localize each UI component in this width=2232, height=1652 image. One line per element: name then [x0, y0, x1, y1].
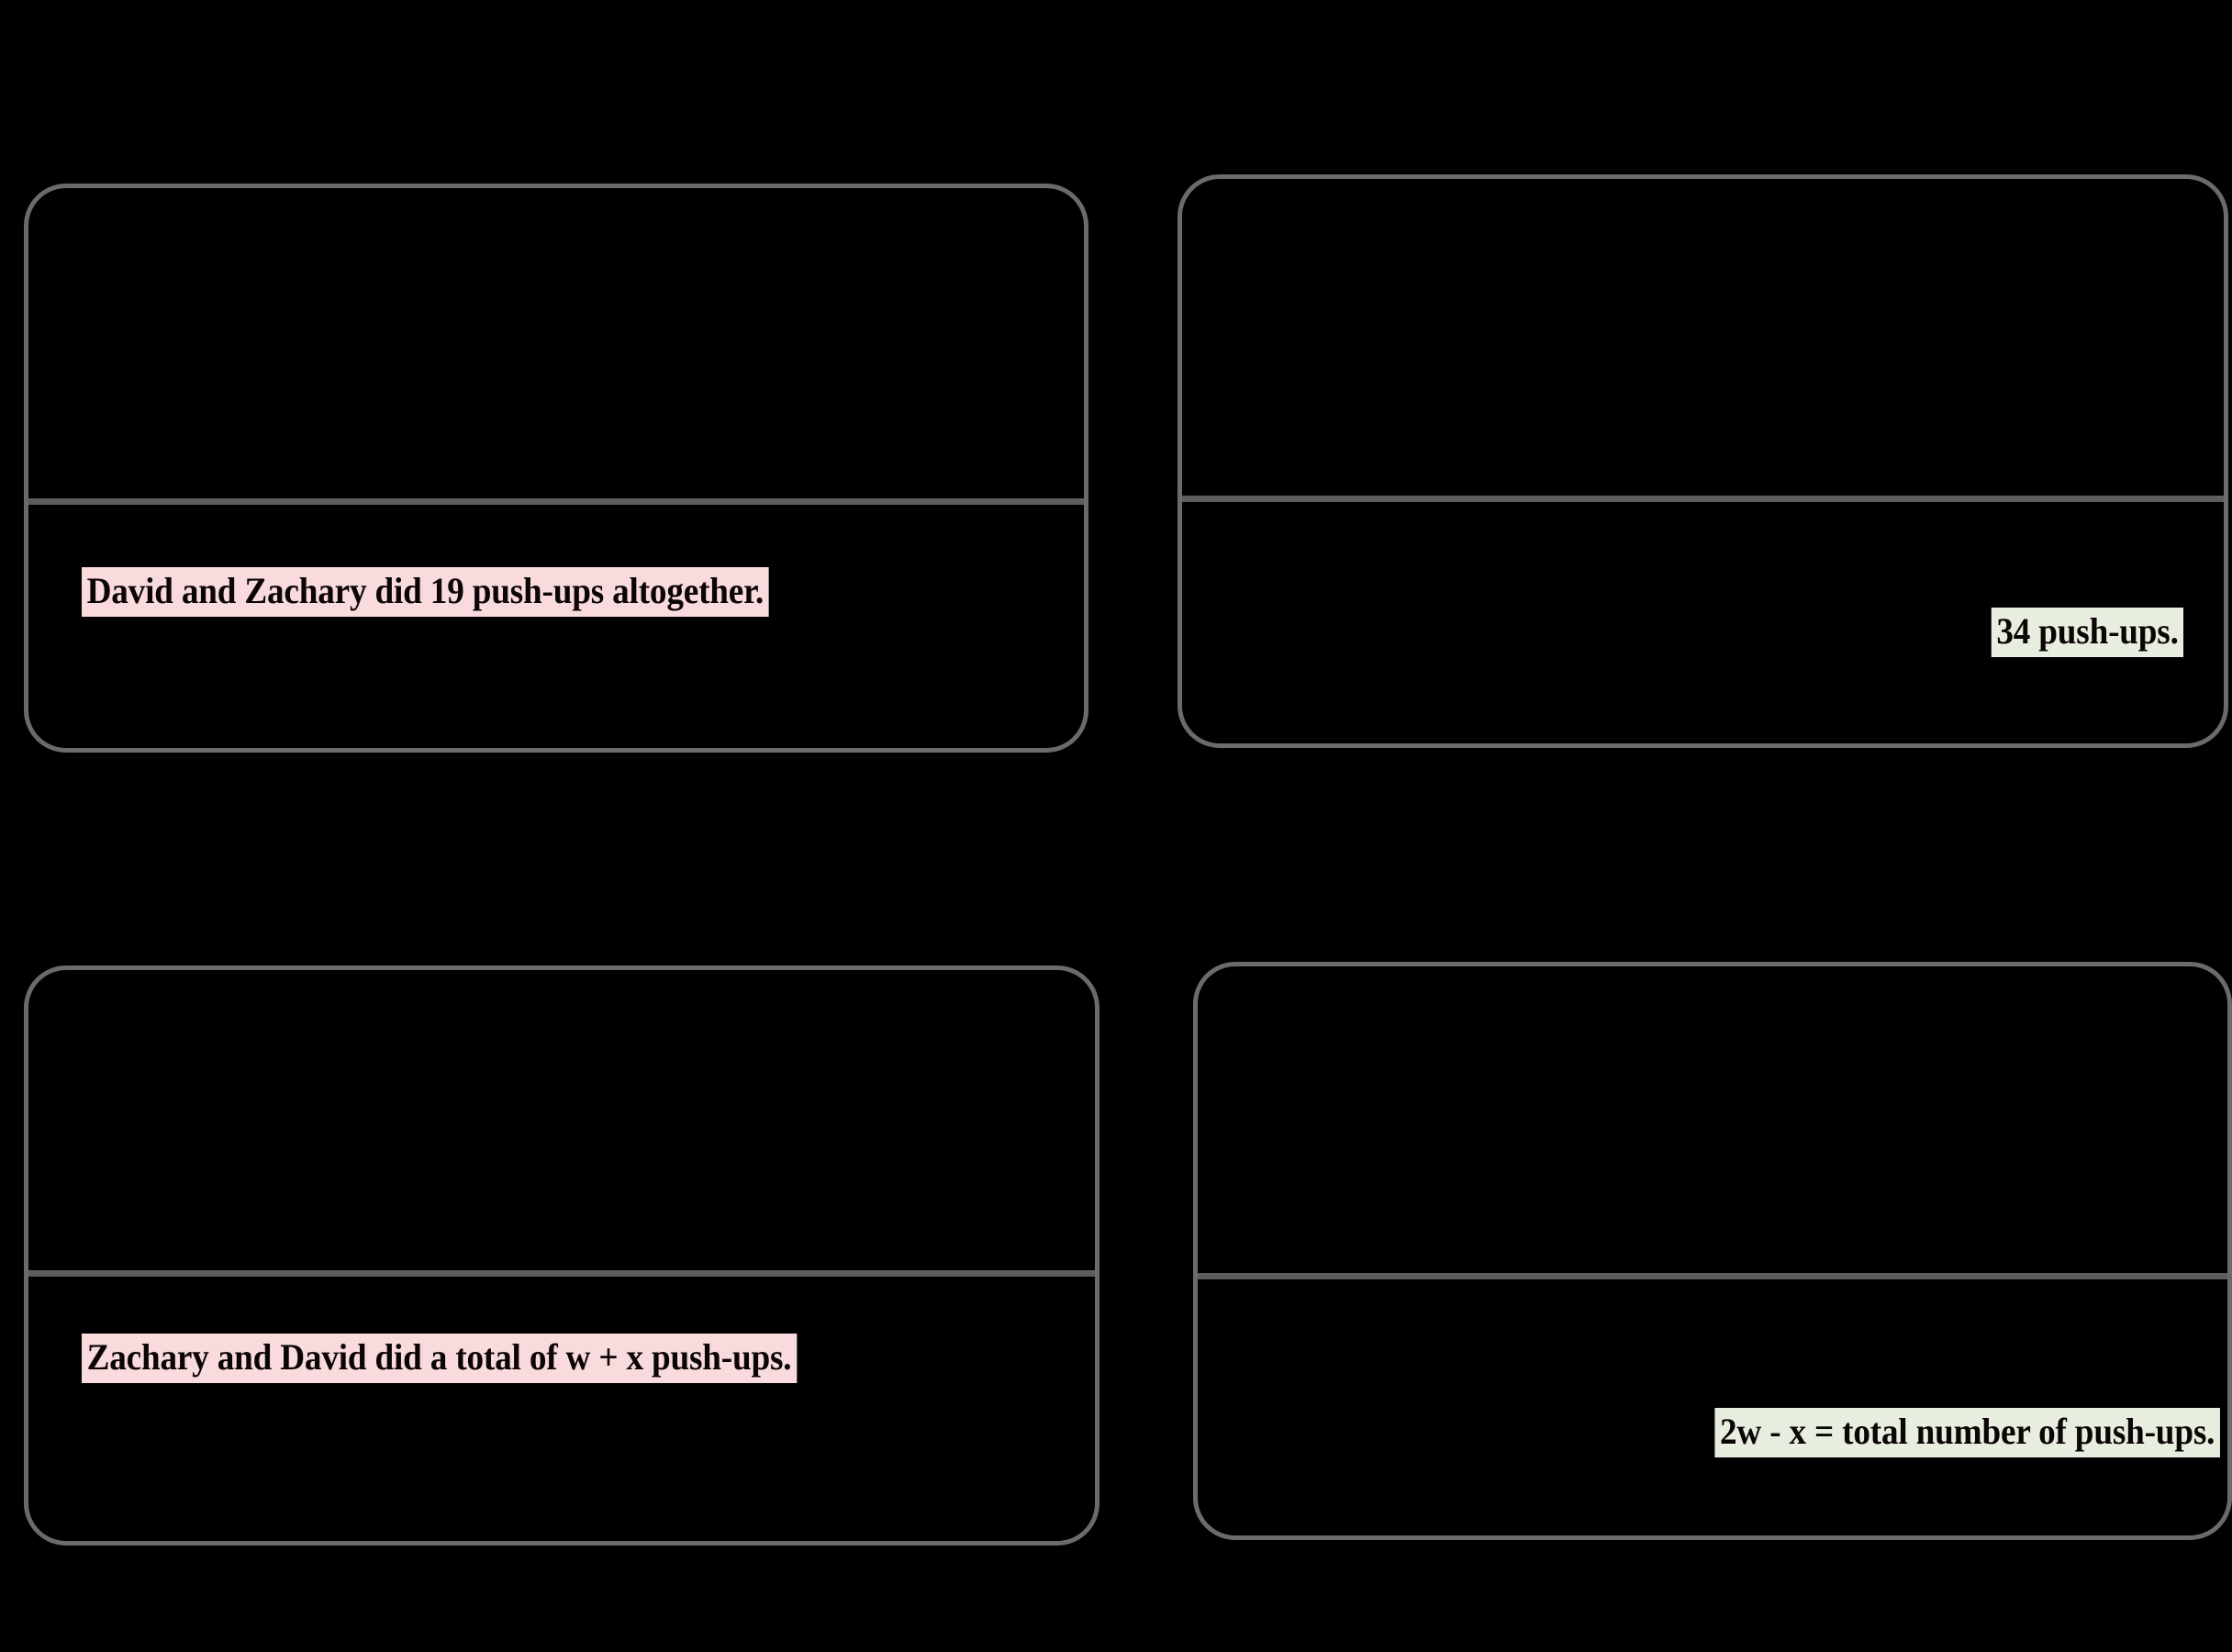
card-divider-top-right	[1182, 496, 2224, 502]
answer-text-top-left: David and Zachary did 19 push-ups altoge…	[82, 567, 769, 618]
card-divider-top-left	[28, 498, 1084, 505]
card-upper-region-top-right	[1182, 179, 2224, 496]
card-divider-bottom-left	[28, 1270, 1095, 1277]
answer-card-top-right[interactable]: 34 push-ups.	[1177, 174, 2228, 748]
answer-card-top-left[interactable]: David and Zachary did 19 push-ups altoge…	[24, 184, 1088, 753]
answer-wrap-bottom-right: 2w - x = total number of push-ups.	[1677, 1408, 2220, 1458]
card-upper-region-bottom-left	[28, 970, 1095, 1270]
answer-text-bottom-left: Zachary and David did a total of w + x p…	[82, 1334, 797, 1384]
answer-text-top-right: 34 push-ups.	[1991, 608, 2183, 658]
card-upper-region-top-left	[28, 188, 1084, 498]
answer-card-bottom-right[interactable]: 2w - x = total number of push-ups.	[1193, 962, 2232, 1540]
card-upper-region-bottom-right	[1198, 966, 2227, 1273]
card-lower-region-bottom-left: Zachary and David did a total of w + x p…	[28, 1277, 1095, 1541]
answer-wrap-top-left: David and Zachary did 19 push-ups altoge…	[82, 567, 820, 618]
card-lower-region-bottom-right: 2w - x = total number of push-ups.	[1198, 1279, 2227, 1535]
card-lower-region-top-right: 34 push-ups.	[1182, 502, 2224, 743]
card-lower-region-top-left: David and Zachary did 19 push-ups altoge…	[28, 505, 1084, 748]
answer-text-bottom-right: 2w - x = total number of push-ups.	[1714, 1408, 2220, 1458]
answer-wrap-top-right: 34 push-ups.	[1977, 608, 2183, 658]
answer-card-bottom-left[interactable]: Zachary and David did a total of w + x p…	[24, 966, 1099, 1546]
card-divider-bottom-right	[1198, 1273, 2227, 1279]
answer-wrap-bottom-left: Zachary and David did a total of w + x p…	[82, 1334, 851, 1384]
